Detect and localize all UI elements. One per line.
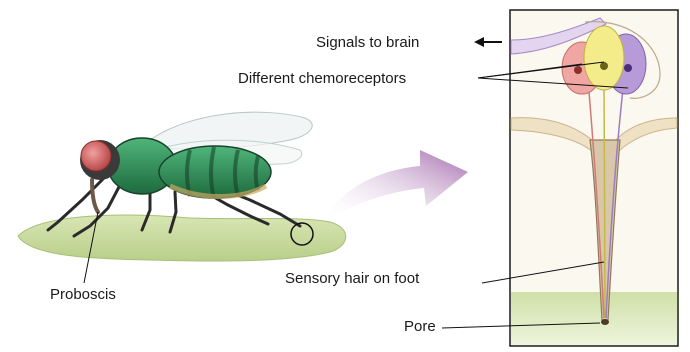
pore	[601, 319, 609, 325]
label-sensory-hair: Sensory hair on foot	[285, 270, 420, 287]
inset-ground	[511, 292, 677, 345]
nucleus-yellow	[600, 62, 608, 70]
label-different-chemoreceptors: Different chemoreceptors	[238, 70, 406, 87]
signals-arrow	[474, 37, 502, 47]
leaf-surface	[18, 215, 346, 261]
fly-eye	[81, 141, 111, 171]
inset-panel	[510, 10, 678, 346]
nucleus-purple	[624, 64, 632, 72]
magnify-arrow	[322, 150, 468, 222]
nucleus-pink	[574, 66, 582, 74]
label-proboscis: Proboscis	[50, 286, 116, 303]
receptor-cell-yellow	[584, 26, 624, 90]
label-signals-to-brain: Signals to brain	[316, 34, 419, 51]
label-pore: Pore	[404, 318, 436, 335]
